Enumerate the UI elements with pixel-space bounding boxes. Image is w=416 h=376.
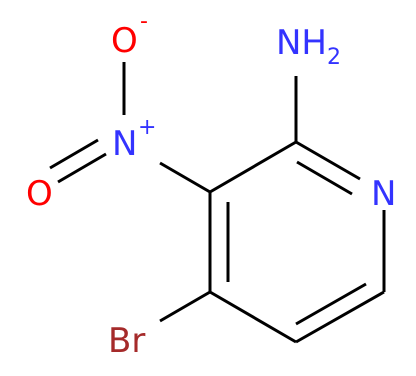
- bond-c2-c3: [209, 140, 297, 194]
- nitro-nitrogen-charge: +: [138, 115, 156, 140]
- bond-c2-n1-double: [296, 160, 353, 196]
- amine-label: NH2: [276, 23, 341, 70]
- nitro-oxygen-left-label: O: [26, 174, 53, 214]
- atom-labels: NH2 N N + O - O Br: [26, 9, 396, 361]
- bond-nitro-o-left: [57, 152, 107, 184]
- bond-c5-c4: [209, 290, 297, 344]
- bond-c6-c5: [295, 290, 385, 344]
- nitro-nitrogen-label: N: [112, 124, 137, 164]
- ring-nitrogen-label: N: [371, 174, 396, 214]
- bond-c3-nitro: [159, 161, 211, 194]
- nitro-oxygen-top-label: O: [111, 21, 138, 61]
- bond-nitro-o-left-double: [49, 138, 99, 170]
- amine-main: NH: [276, 23, 327, 63]
- bond-c6-c5-double: [295, 282, 367, 326]
- pyridine-ring-bonds: [208, 140, 386, 344]
- nitro-oxygen-top-charge: -: [140, 9, 148, 34]
- bromine-label: Br: [108, 321, 145, 361]
- substituent-bonds: [49, 62, 298, 323]
- bond-c2-n1: [295, 140, 361, 181]
- amine-subscript: 2: [327, 45, 341, 70]
- bond-c4-br: [159, 290, 211, 323]
